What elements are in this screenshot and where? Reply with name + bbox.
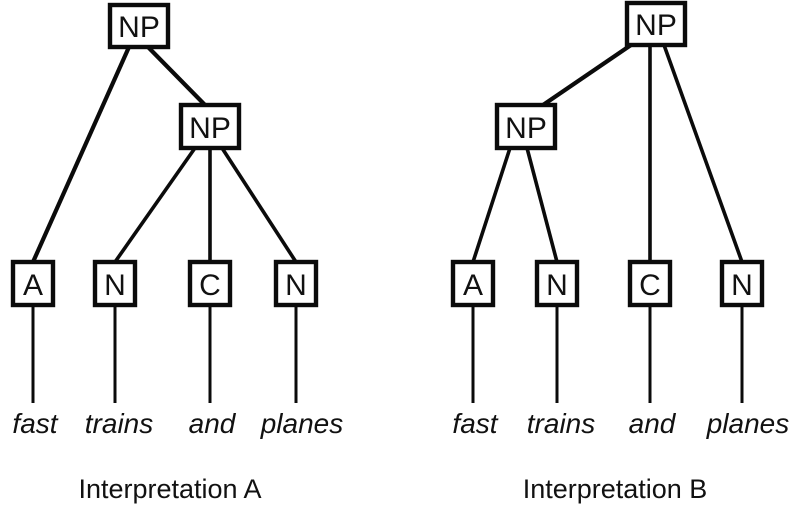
node-b-leaf2-box	[534, 259, 580, 308]
node-b-leaf4-box	[719, 259, 765, 308]
word-b-2: trains	[527, 408, 595, 439]
node-a-root-label: NP	[118, 11, 160, 44]
node-a-root[interactable]: NP	[107, 2, 171, 50]
node-b-root[interactable]: NP	[624, 0, 688, 48]
caption-tree-a: Interpretation A	[78, 474, 261, 504]
node-b-inner-box	[494, 102, 558, 151]
node-a-leaf2-box	[92, 259, 138, 308]
node-a-leaf2-label: N	[104, 269, 126, 302]
node-b-root-box	[624, 0, 688, 48]
node-b-leaf4[interactable]: N	[719, 259, 765, 308]
edge-a-root-to-inner	[146, 45, 207, 107]
node-b-inner-label: NP	[505, 112, 547, 145]
word-a-1: fast	[12, 408, 58, 439]
caption-tree-b: Interpretation B	[523, 474, 708, 504]
node-a-root-box	[107, 2, 171, 50]
edge-b-root-to-inner	[541, 43, 633, 107]
node-b-leaf2[interactable]: N	[534, 259, 580, 308]
edge-a-inner-to-leaf2	[113, 146, 197, 264]
node-b-leaf3-label: C	[639, 269, 661, 302]
node-a-leaf1-label: A	[23, 269, 43, 302]
node-a-leaf4-label: N	[285, 269, 307, 302]
word-b-1: fast	[452, 408, 498, 439]
word-b-4: planes	[706, 408, 790, 439]
node-a-leaf3-label: C	[199, 269, 221, 302]
edge-a-root-to-leaf1	[31, 46, 131, 263]
node-a-inner-label: NP	[189, 112, 231, 145]
node-b-leaf3[interactable]: C	[627, 259, 673, 308]
edge-b-inner-to-leaf2	[525, 147, 559, 263]
node-b-leaf1-label: A	[463, 269, 483, 302]
tree-a: NP NP A N C N	[10, 2, 344, 504]
node-a-leaf4[interactable]: N	[273, 259, 319, 308]
node-a-leaf1[interactable]: A	[10, 259, 56, 308]
edge-b-inner-to-leaf1	[471, 147, 512, 263]
word-a-2: trains	[85, 408, 153, 439]
node-b-leaf3-box	[627, 259, 673, 308]
edge-b-root-to-leaf4	[662, 44, 744, 263]
node-b-leaf1-box	[450, 259, 496, 308]
node-b-root-label: NP	[635, 9, 677, 42]
edge-a-inner-to-leaf4	[220, 147, 298, 263]
word-a-4: planes	[260, 408, 344, 439]
word-b-3: and	[629, 408, 677, 439]
node-b-inner[interactable]: NP	[494, 102, 558, 151]
node-b-leaf4-label: N	[731, 269, 753, 302]
node-a-leaf4-box	[273, 259, 319, 308]
node-a-leaf2[interactable]: N	[92, 259, 138, 308]
node-a-leaf3[interactable]: C	[187, 259, 233, 308]
node-a-leaf1-box	[10, 259, 56, 308]
node-b-leaf1[interactable]: A	[450, 259, 496, 308]
node-a-inner-box	[178, 102, 242, 151]
node-a-leaf3-box	[187, 259, 233, 308]
word-a-3: and	[189, 408, 237, 439]
tree-b: NP NP A N C N	[450, 0, 790, 504]
node-a-inner[interactable]: NP	[178, 102, 242, 151]
node-b-leaf2-label: N	[546, 269, 568, 302]
